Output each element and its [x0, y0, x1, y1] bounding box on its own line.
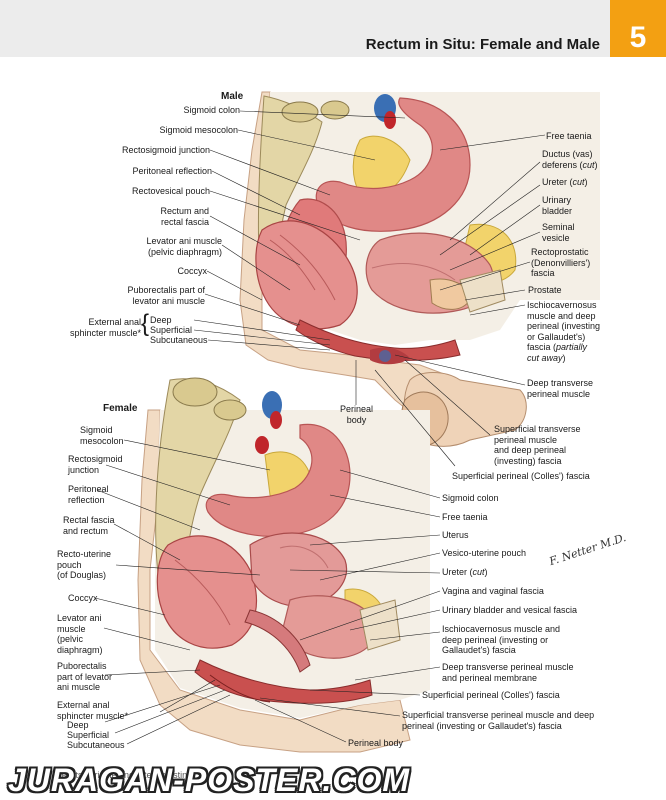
label-ductus-deferens: Ductus (vas) deferens (cut) — [542, 149, 598, 170]
footnote: *Parts variable and often indistinct — [58, 770, 195, 780]
label-coccyx-male: Coccyx — [177, 266, 207, 276]
label-urinary-bladder-female: Urinary bladder and vesical fascia — [442, 605, 578, 615]
label-rectoprostatic-fascia: Rectoprostatic(Denonvilliers')fascia — [531, 247, 591, 278]
label-subcutaneous-male: Subcutaneous — [150, 335, 208, 345]
label-rectosigmoid-junction-male: Rectosigmoid junction — [121, 145, 210, 155]
label-deep-female: Deep — [67, 720, 89, 730]
label-free-taenia-female: Free taenia — [442, 512, 488, 522]
label-colles-fascia-female: Superficial perineal (Colles') fascia — [422, 690, 560, 700]
label-peritoneal-reflection-male: Peritoneal reflection — [132, 166, 212, 176]
label-levator-ani-male: Levator ani muscle(pelvic diaphragm) — [146, 236, 222, 257]
label-deep-male: Deep — [150, 315, 172, 325]
bracket-male: { — [141, 310, 150, 337]
label-free-taenia-male: Free taenia — [546, 131, 592, 141]
label-prostate: Prostate — [528, 285, 562, 295]
label-superficial-female: Superficial — [67, 730, 110, 740]
label-ureter-female: Ureter (cut) — [442, 567, 488, 577]
label-superficial-transverse-male: Superficial transverse perineal muscle a… — [494, 424, 581, 466]
male-heading: Male — [221, 91, 244, 102]
label-colles-fascia-male: Superficial perineal (Colles') fascia — [452, 471, 590, 481]
label-vesico-uterine-pouch: Vesico-uterine pouch — [442, 548, 527, 558]
plate-number-badge: 5 — [610, 0, 666, 57]
label-coccyx-female: Coccyx — [68, 593, 98, 603]
label-superficial-transverse-female: Superficial transverse perineal muscle a… — [402, 710, 595, 731]
label-subcutaneous-female: Subcutaneous — [67, 740, 125, 750]
label-uterus: Uterus — [442, 530, 469, 540]
page-title: Rectum in Situ: Female and Male — [365, 36, 600, 53]
female-heading: Female — [103, 403, 138, 414]
watermark: JURAGAN-POSTER.COM — [8, 762, 411, 798]
label-superficial-male: Superficial — [150, 325, 193, 335]
label-perineal-body-female: Perineal body — [348, 738, 404, 748]
label-ischiocavernosus-male: Ischiocavernosus muscle and deep perinea… — [527, 300, 601, 363]
label-rectovesical-pouch: Rectovesical pouch — [131, 186, 210, 196]
female-leader-lines — [94, 439, 441, 745]
label-ureter-male: Ureter (cut) — [542, 177, 588, 187]
label-sigmoid-colon-female: Sigmoid colon — [442, 493, 499, 503]
header-bar — [0, 0, 610, 57]
male-leader-lines — [193, 110, 546, 467]
label-vagina: Vagina and vaginal fascia — [442, 586, 544, 596]
label-sigmoid-colon-male: Sigmoid colon — [183, 105, 240, 115]
label-sigmoid-mesocolon-male: Sigmoid mesocolon — [159, 125, 238, 135]
